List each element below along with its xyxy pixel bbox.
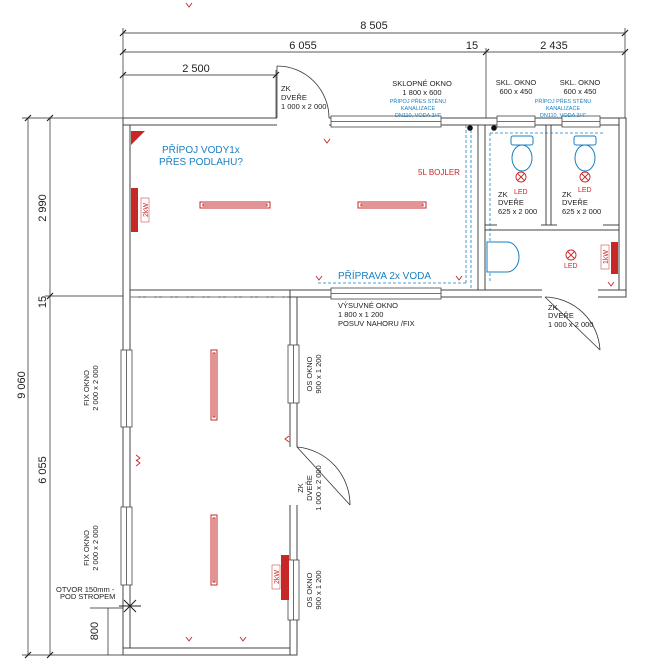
window-vysuvne-label-2: 1 800 x 1 200 — [338, 310, 383, 319]
heater-2kw-bottom-label: 2kW — [274, 570, 281, 584]
window-sklopne-label-2: 1 800 x 600 — [402, 88, 441, 97]
window-os-a-label-1: OS OKNO — [305, 356, 314, 391]
door-top-label-3: 1 000 x 2 000 — [281, 102, 326, 111]
walls — [122, 117, 627, 656]
door-mid-label-2: DVEŘE — [305, 475, 314, 501]
sink — [486, 241, 520, 273]
window-os-b-label-1: OS OKNO — [305, 572, 314, 607]
wc-door-a-label-3: 625 x 2 000 — [498, 207, 537, 216]
connection-b-label-1: PŘÍPOJ PŘES STĚNU — [535, 97, 592, 105]
door-mid-label-1: ZK — [296, 483, 305, 493]
dim-lower-height: 6 055 — [37, 456, 49, 484]
wall-connectors — [467, 125, 497, 131]
led-b-label: LED — [578, 187, 592, 194]
dim-gap: 15 — [466, 40, 478, 52]
vent-opening-label-1: OTVOR 150mm - — [56, 585, 115, 594]
dimension-ticks — [24, 29, 629, 659]
windows — [120, 115, 601, 621]
dimension-lines — [22, 28, 626, 656]
heater-1kw-label: 1kW — [603, 250, 610, 264]
vent-opening-symbol — [119, 599, 141, 613]
dim-total-width: 8 505 — [360, 20, 388, 32]
door-right-label-3: 1 000 x 2 000 — [548, 320, 593, 329]
dim-bottom: 800 — [89, 622, 101, 640]
window-fix-b-label-1: FIX OKNO — [82, 530, 91, 566]
connection-a-label-1: PŘÍPOJ PŘES STĚNU — [390, 97, 447, 105]
heater-2kw-top-label: 2kW — [143, 203, 150, 217]
window-os-a-label-2: 900 x 1 200 — [314, 354, 323, 393]
water-prep-label: PŘÍPRAVA 2x VODA — [338, 269, 431, 282]
wc-door-b-label-3: 625 x 2 000 — [562, 207, 601, 216]
connection-a-label-3: DN110, VODA 3/4" — [395, 113, 441, 119]
wc-door-a-label-2: DVEŘE — [498, 198, 524, 207]
dim-right-width: 2 435 — [540, 40, 568, 52]
connection-b-label-3: DN110, VODA 3/4" — [540, 113, 586, 119]
door-right-label-1: ZK — [548, 303, 558, 312]
wc-door-b-label-1: ZK — [562, 190, 572, 199]
ceiling-lights — [199, 201, 427, 586]
doors — [276, 65, 603, 506]
window-fix-a-label-1: FIX OKNO — [82, 370, 91, 406]
water-connection-label-1: PŘÍPOJ VODY1x — [162, 143, 240, 156]
window-sklopne-label-1: SKLOPNÉ OKNO — [392, 79, 452, 88]
window-fix-a-label-2: 2 000 x 2 000 — [91, 365, 100, 410]
window-skl-b-label-1: SKL. OKNO — [560, 78, 601, 87]
dim-total-height: 9 060 — [16, 371, 28, 399]
vent-opening-label-2: POD STROPEM — [60, 592, 115, 601]
door-right-label-2: DVEŘE — [548, 311, 574, 320]
door-top-label-1: ZK — [281, 84, 291, 93]
dim-upper-height: 2 990 — [37, 194, 49, 222]
wc-door-a-label-1: ZK — [498, 190, 508, 199]
toilets — [510, 135, 597, 172]
window-skl-b-label-2: 600 x 450 — [564, 87, 597, 96]
boiler-label: 5L BOJLER — [418, 168, 460, 177]
door-top-label-2: DVEŘE — [281, 93, 307, 102]
connection-a-label-2: KANALIZACE — [401, 106, 436, 112]
window-skl-a-label-2: 600 x 450 — [500, 87, 533, 96]
window-fix-b-label-2: 2 000 x 2 000 — [91, 525, 100, 570]
connection-b-label-2: KANALIZACE — [546, 106, 581, 112]
dim-mid-gap: 15 — [37, 296, 49, 308]
door-mid-label-3: 1 000 x 2 000 — [314, 465, 323, 510]
dim-upper-left: 2 500 — [182, 63, 210, 75]
dim-left-width: 6 055 — [289, 40, 317, 52]
window-vysuvne-label-1: VÝSUVNÉ OKNO — [338, 301, 398, 310]
water-connection-label-2: PŘES PODLAHU? — [159, 155, 243, 168]
heaters — [131, 131, 618, 600]
wc-door-b-label-2: DVEŘE — [562, 198, 588, 207]
window-os-b-label-2: 900 x 1 200 — [314, 570, 323, 609]
led-a-label: LED — [514, 189, 528, 196]
window-skl-a-label-1: SKL. OKNO — [496, 78, 537, 87]
sockets — [135, 2, 615, 642]
window-vysuvne-label-3: POSUV NAHORU /FIX — [338, 319, 415, 328]
led-lights — [515, 171, 591, 261]
led-c-label: LED — [564, 263, 578, 270]
